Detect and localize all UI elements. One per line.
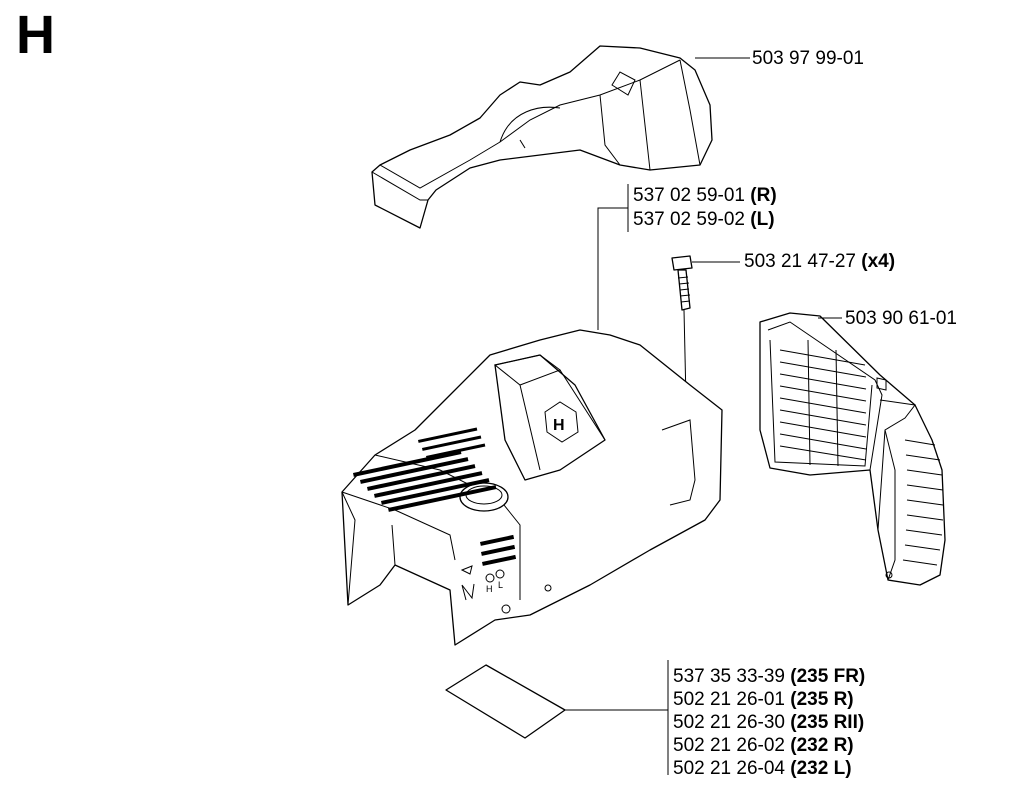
- part-qualifier: (232 R): [790, 735, 854, 756]
- l-mark: L: [498, 580, 503, 590]
- callout-air-filter: 503 90 61-01: [845, 308, 957, 330]
- leader-lines: [565, 57, 842, 775]
- part-number: 503 97 99-01: [752, 48, 864, 69]
- part-number: 503 21 47-27: [744, 251, 856, 272]
- part-number: 502 21 26-04: [673, 758, 785, 779]
- callout-cylinder-cover-l: 537 02 59-02 (L): [633, 209, 775, 231]
- callout-decal-5: 502 21 26-04 (232 L): [673, 758, 852, 780]
- part-number: 502 21 26-02: [673, 735, 785, 756]
- callout-decal-2: 502 21 26-01 (235 R): [673, 689, 854, 711]
- part-number: 502 21 26-01: [673, 689, 785, 710]
- air-filter-part: [759, 312, 946, 586]
- part-number: 502 21 26-30: [673, 712, 785, 733]
- part-qualifier: (L): [750, 209, 775, 230]
- h-mark: H: [486, 584, 493, 594]
- part-qualifier: (232 L): [790, 758, 852, 779]
- callout-top-cover: 503 97 99-01: [752, 48, 864, 70]
- callout-decal-1: 537 35 33-39 (235 FR): [673, 666, 865, 688]
- part-number: 537 35 33-39: [673, 666, 785, 687]
- callout-cylinder-cover-r: 537 02 59-01 (R): [633, 185, 777, 207]
- part-number: 537 02 59-01: [633, 185, 745, 206]
- part-number: 537 02 59-02: [633, 209, 745, 230]
- callout-screw: 503 21 47-27 (x4): [744, 251, 895, 273]
- cylinder-cover-part: H H L: [341, 329, 723, 646]
- logo-mark: H: [553, 417, 565, 434]
- part-qualifier: (235 FR): [790, 666, 866, 687]
- top-cover-part: [371, 45, 713, 229]
- part-qualifier: (235 R): [790, 689, 854, 710]
- callout-decal-3: 502 21 26-30 (235 RII): [673, 712, 864, 734]
- part-qualifier: (235 RII): [790, 712, 865, 733]
- part-number: 503 90 61-01: [845, 308, 957, 329]
- decal-part: [445, 664, 566, 739]
- part-qualifier: (R): [750, 185, 777, 206]
- section-letter: H: [16, 5, 55, 65]
- part-qualifier: (x4): [861, 251, 896, 272]
- callout-decal-4: 502 21 26-02 (232 R): [673, 735, 854, 757]
